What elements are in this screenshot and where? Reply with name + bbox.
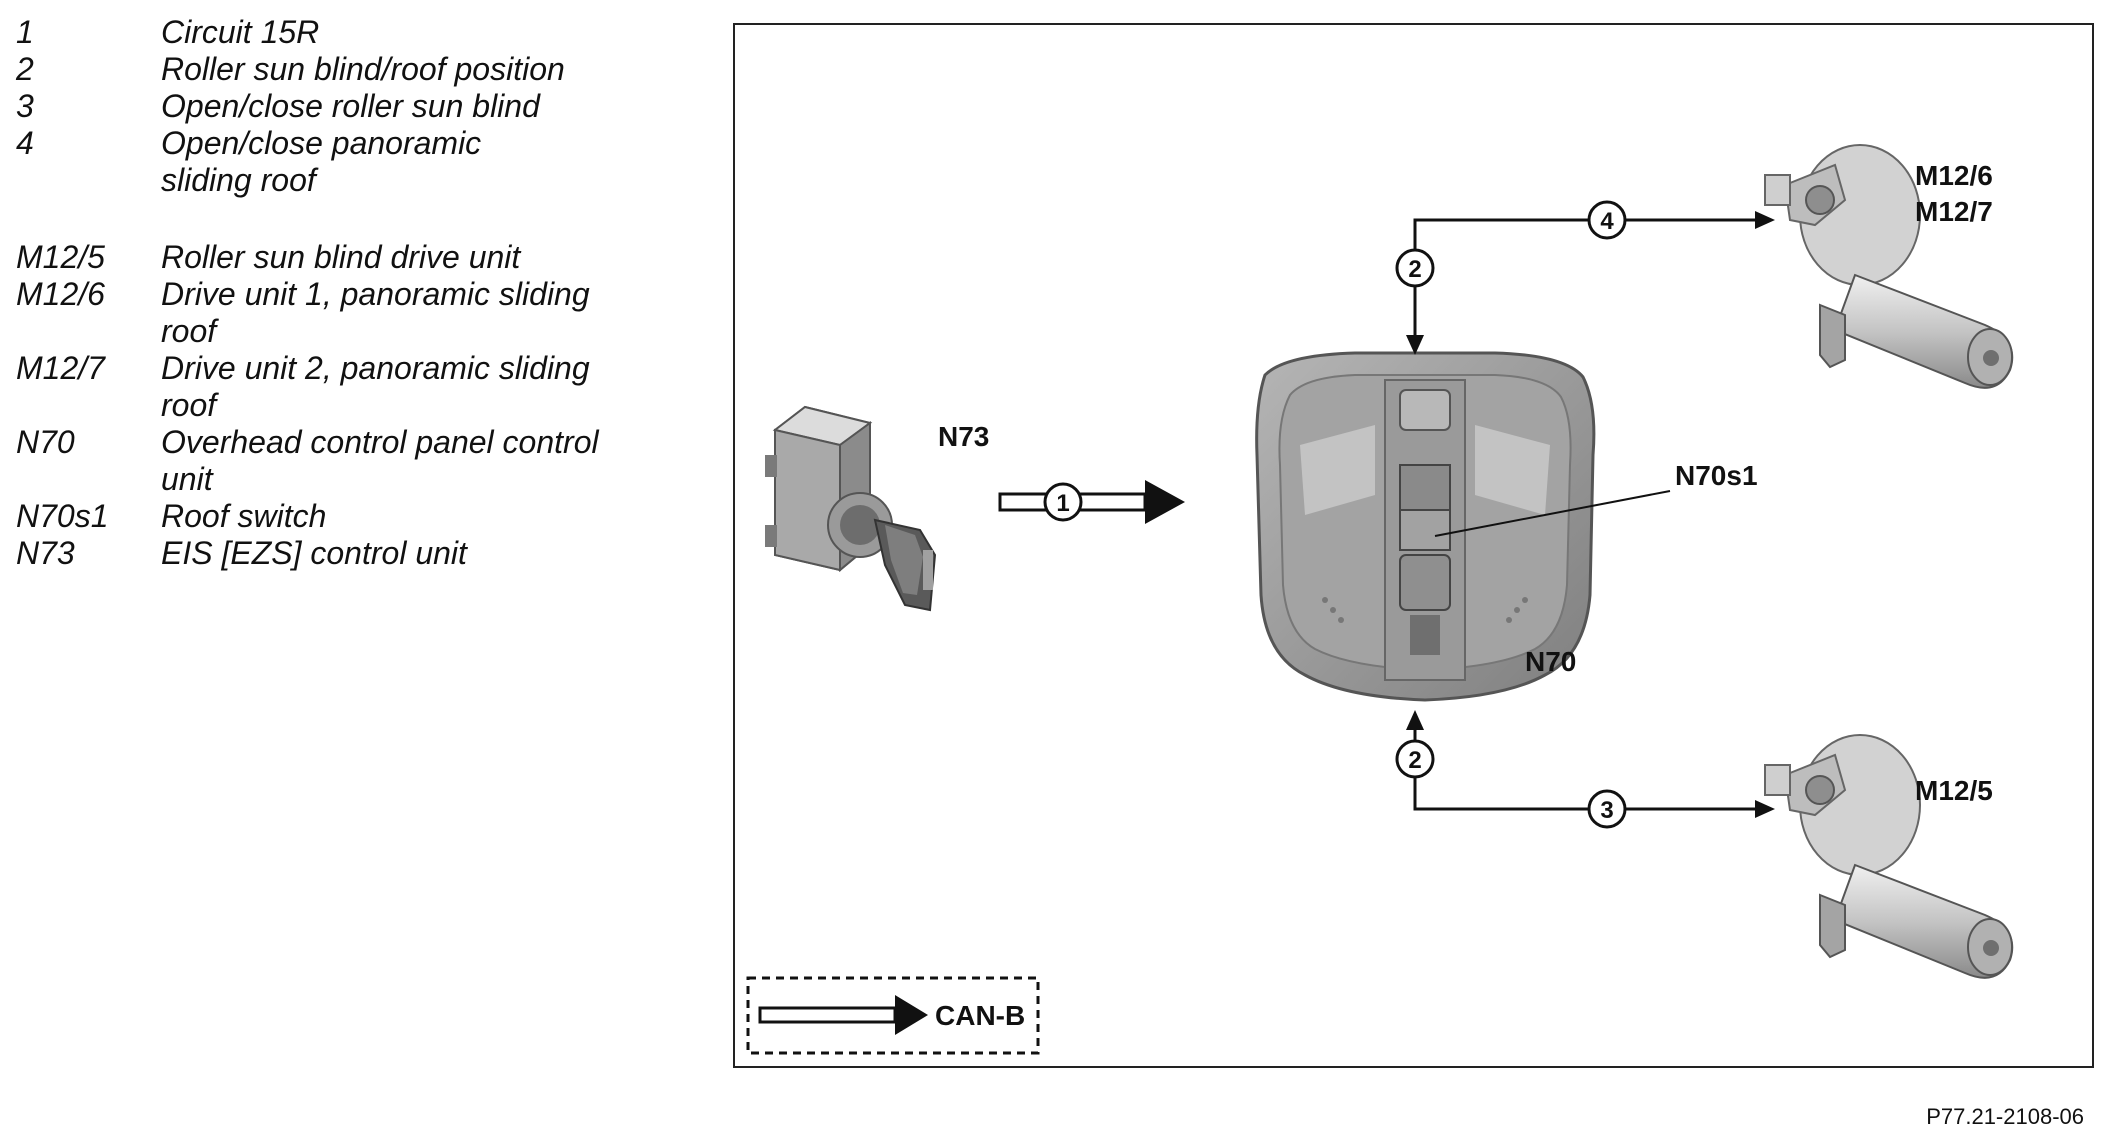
legend-item: N70s1 Roof switch bbox=[16, 498, 626, 535]
legend-code: 1 bbox=[16, 14, 34, 50]
connection-1-number: 1 bbox=[1056, 490, 1069, 517]
legend-code: 3 bbox=[16, 88, 34, 124]
legend-code: M12/7 bbox=[16, 350, 105, 386]
legend-description: Overhead control panel control unit bbox=[161, 424, 599, 497]
can-b-key: CAN-B bbox=[746, 976, 1040, 1055]
can-b-key-label: CAN-B bbox=[935, 1000, 1025, 1031]
legend-code: N70s1 bbox=[16, 498, 109, 534]
legend-description: Roller sun blind/roof position bbox=[161, 51, 565, 87]
connection-2-top-badge: 2 bbox=[1395, 248, 1435, 288]
connection-3-number: 3 bbox=[1600, 797, 1613, 824]
n73-eis-control-unit-image bbox=[765, 405, 937, 612]
connection-4-number: 4 bbox=[1600, 208, 1614, 235]
legend-item: 3 Open/close roller sun blind bbox=[16, 88, 626, 125]
legend-code: N70 bbox=[16, 424, 75, 460]
legend-item: 1 Circuit 15R bbox=[16, 14, 626, 51]
legend-description: Open/close panoramic sliding roof bbox=[161, 125, 482, 198]
legend-item: M12/6 Drive unit 1, panoramic sliding ro… bbox=[16, 276, 626, 350]
n70-label: N70 bbox=[1525, 646, 1576, 677]
connection-2-top-number: 2 bbox=[1408, 256, 1421, 283]
m12-5-label: M12/5 bbox=[1915, 775, 1993, 806]
connection-4-badge: 4 bbox=[1587, 200, 1627, 240]
figure-reference: P77.21-2108-06 bbox=[1926, 1104, 2084, 1129]
legend-item: N70 Overhead control panel control unit bbox=[16, 424, 626, 498]
diagram-frame: N73 1 N70s bbox=[733, 23, 2094, 1068]
legend-code: M12/5 bbox=[16, 239, 105, 275]
legend-description: Drive unit 1, panoramic sliding roof bbox=[161, 276, 590, 349]
n70s1-leader-line bbox=[1434, 490, 1671, 537]
n70-overhead-control-panel-image bbox=[1255, 351, 1596, 702]
legend-description: Circuit 15R bbox=[161, 14, 320, 50]
legend-description: Drive unit 2, panoramic sliding roof bbox=[161, 350, 590, 423]
m12-7-label: M12/7 bbox=[1915, 196, 1993, 227]
legend: 1 Circuit 15R 2 Roller sun blind/roof po… bbox=[16, 14, 626, 572]
connection-1-badge: 1 bbox=[1043, 482, 1083, 522]
legend-code: M12/6 bbox=[16, 276, 105, 312]
legend-description: Open/close roller sun blind bbox=[161, 88, 540, 124]
connection-2-bottom-number: 2 bbox=[1408, 747, 1421, 774]
connection-2-bottom-badge: 2 bbox=[1395, 739, 1435, 779]
n70s1-label: N70s1 bbox=[1675, 460, 1758, 491]
diagram-canvas: N73 1 N70s bbox=[746, 144, 2014, 1055]
m12-5-drive-unit-image bbox=[1764, 734, 2014, 979]
legend-item: M12/7 Drive unit 2, panoramic sliding ro… bbox=[16, 350, 626, 424]
m12-6-m12-7-drive-unit-image bbox=[1764, 144, 2014, 389]
legend-code: N73 bbox=[16, 535, 75, 571]
connection-4-arrow bbox=[1406, 211, 1775, 355]
legend-item: 2 Roller sun blind/roof position bbox=[16, 51, 626, 88]
legend-code: 4 bbox=[16, 125, 34, 161]
legend-code: 2 bbox=[16, 51, 34, 87]
legend-spacer bbox=[16, 199, 626, 239]
m12-6-label: M12/6 bbox=[1915, 160, 1993, 191]
connection-1-can-arrow bbox=[998, 480, 1185, 524]
n73-label: N73 bbox=[938, 421, 989, 452]
legend-description: EIS [EZS] control unit bbox=[161, 535, 467, 571]
legend-item: M12/5 Roller sun blind drive unit bbox=[16, 239, 626, 276]
legend-item: 4 Open/close panoramic sliding roof bbox=[16, 125, 626, 199]
legend-description: Roller sun blind drive unit bbox=[161, 239, 521, 275]
legend-item: N73 EIS [EZS] control unit bbox=[16, 535, 626, 572]
legend-description: Roof switch bbox=[161, 498, 327, 534]
connection-3-badge: 3 bbox=[1587, 789, 1627, 829]
